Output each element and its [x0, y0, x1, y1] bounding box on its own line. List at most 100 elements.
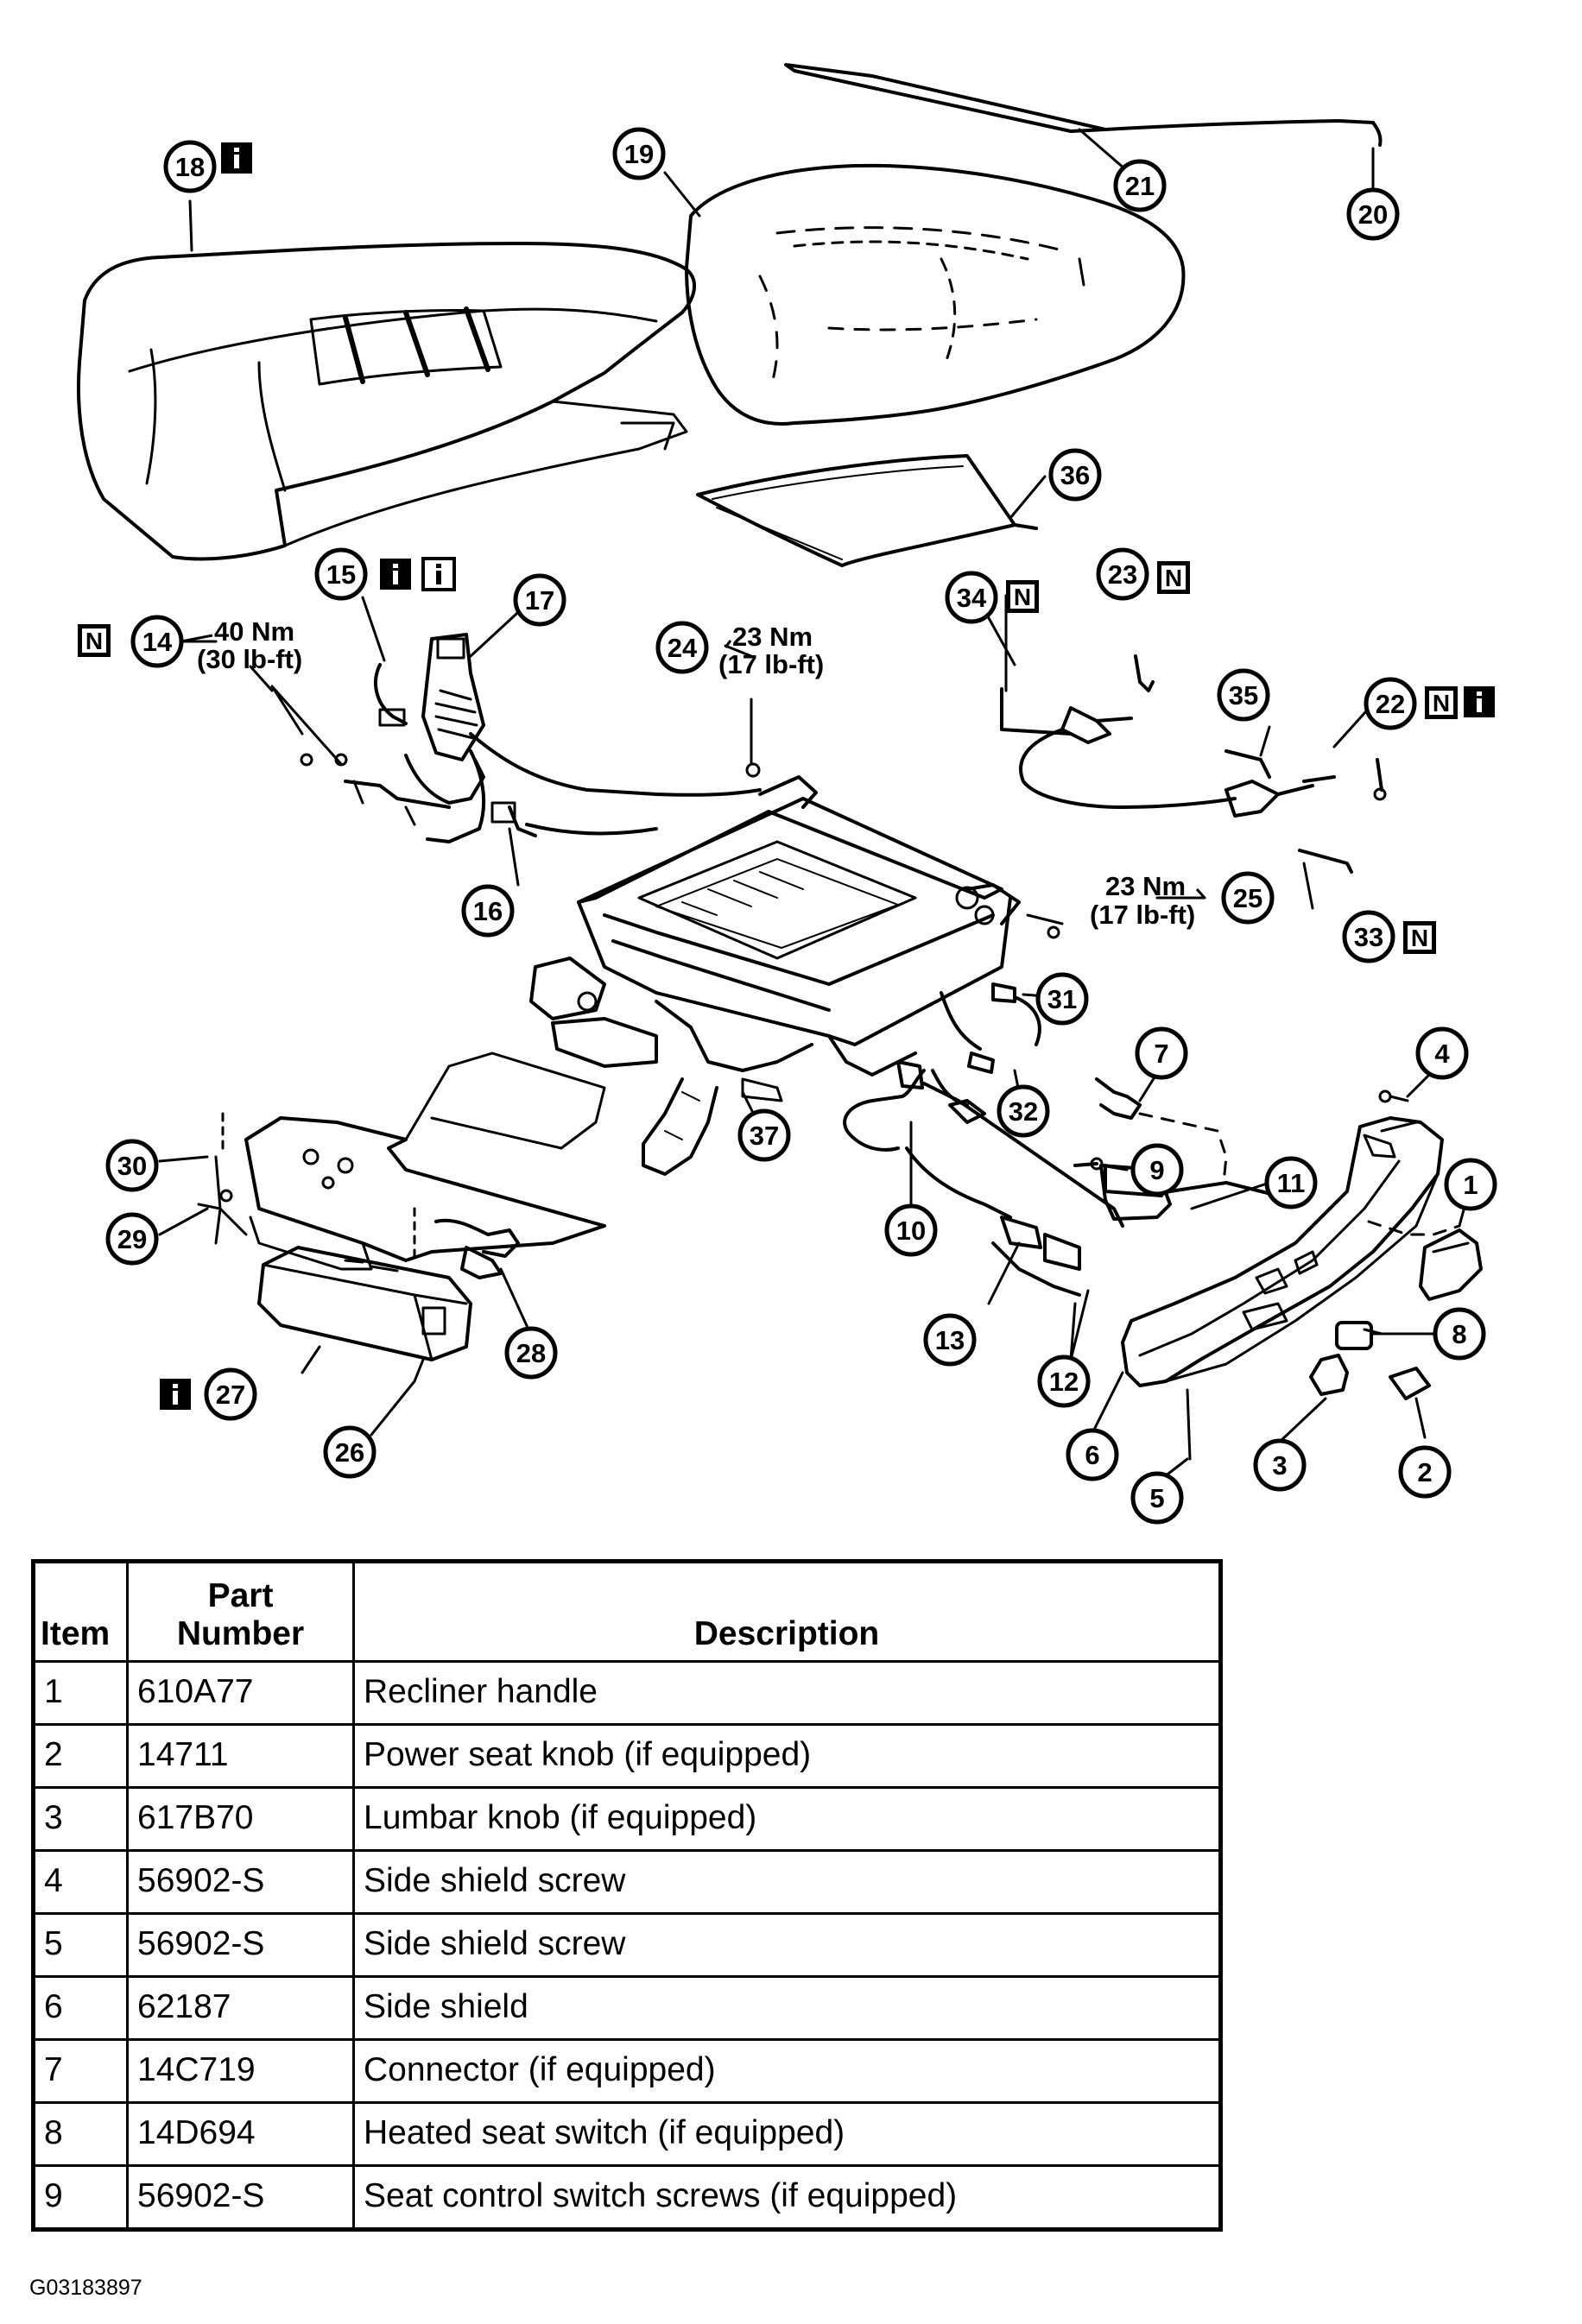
callout-17: 17	[513, 573, 566, 627]
callout-circle	[945, 571, 998, 624]
callout-8: 8	[1433, 1307, 1486, 1361]
connector-28-drawing	[434, 1218, 520, 1279]
cell-description: Lumbar knob (if equipped)	[352, 1786, 1222, 1852]
cell-item: 8	[32, 2101, 129, 2167]
callout-9: 9	[1130, 1143, 1184, 1197]
callout-number: 5	[1149, 1483, 1164, 1513]
torque-labels: 40 Nm (30 lb-ft) 23 Nm (17 lb-ft) 23 Nm …	[197, 616, 1195, 930]
callout-1: 1	[1444, 1158, 1497, 1211]
callout-circle	[1264, 1156, 1318, 1209]
callout-number: 14	[142, 627, 173, 657]
leader-lines	[158, 128, 1472, 1484]
cell-description: Connector (if equipped)	[352, 2038, 1222, 2104]
callout-circle	[1135, 1026, 1188, 1080]
callout-24: 24	[655, 621, 709, 674]
callout-number: 11	[1277, 1168, 1306, 1198]
seat-cushion-cover-drawing	[76, 242, 696, 561]
callout-number: 18	[175, 152, 205, 182]
callout-circle	[1364, 677, 1417, 730]
torque-24-imperial: (17 lb-ft)	[718, 649, 824, 679]
new-flag-14: N	[78, 624, 111, 657]
module-bracket-drawing	[197, 1051, 606, 1271]
callout-25: 25	[1221, 871, 1275, 925]
callout-19: 19	[612, 127, 666, 180]
cell-part-number: 56902-S	[126, 1912, 355, 1978]
callout-circle	[1096, 547, 1149, 601]
callout-circle	[1048, 448, 1102, 502]
info-flag-27	[160, 1379, 191, 1410]
callout-circle	[1398, 1445, 1452, 1499]
callout-number: 29	[117, 1224, 147, 1254]
recliner-handle-drawing	[1367, 1220, 1483, 1301]
cell-description: Side shield	[352, 1975, 1222, 2041]
new-flag-33: N	[1403, 921, 1436, 954]
torque-24-metric: 23 Nm	[732, 622, 813, 652]
cell-description: Seat control switch screws (if equipped)	[352, 2164, 1222, 2231]
cell-item: 3	[32, 1786, 129, 1852]
callout-number: 17	[525, 585, 554, 616]
callout-number: 19	[624, 139, 654, 169]
callout-circle	[1433, 1307, 1486, 1361]
cell-part-number: 62187	[126, 1975, 355, 2041]
cell-part-number: 56902-S	[126, 1849, 355, 1915]
cell-item: 2	[32, 1723, 129, 1789]
bolt-24-drawing	[745, 698, 761, 778]
callout-number: 16	[473, 896, 503, 926]
callout-circle	[461, 884, 515, 938]
callout-11: 11	[1264, 1156, 1318, 1209]
svg-text:N: N	[1014, 584, 1031, 610]
side-shield-drawing	[1121, 1116, 1444, 1387]
callout-number: 20	[1358, 199, 1388, 230]
torque-leaders	[180, 634, 1206, 900]
cell-description: Side shield screw	[352, 1912, 1222, 1978]
header-description: Description	[352, 1560, 1222, 1663]
callout-circle	[1217, 668, 1270, 722]
callout-number: 13	[935, 1325, 965, 1355]
callout-circle	[737, 1108, 791, 1162]
flags: N N N N N	[78, 142, 1495, 1410]
callout-number: 36	[1060, 460, 1090, 490]
side-shield-screw-5-drawing	[1186, 1388, 1192, 1461]
callout-22: 22	[1364, 677, 1417, 730]
callout-29: 29	[105, 1212, 159, 1266]
callout-circle	[163, 140, 217, 193]
callout-15: 15	[314, 547, 368, 601]
callout-27: 27	[204, 1367, 257, 1421]
callout-number: 10	[896, 1216, 926, 1246]
callout-23: 23	[1096, 547, 1149, 601]
cell-part-number: 610A77	[126, 1660, 355, 1726]
callout-10: 10	[884, 1203, 938, 1257]
callout-number: 35	[1229, 680, 1258, 710]
callout-number: 21	[1125, 171, 1155, 201]
cell-part-number: 56902-S	[126, 2164, 355, 2231]
callout-number: 1	[1463, 1170, 1478, 1200]
callout-number: 32	[1009, 1096, 1038, 1127]
callout-circle	[105, 1139, 159, 1192]
callout-circle	[513, 573, 566, 627]
seat-module-drawing	[257, 1207, 472, 1361]
callout-number: 6	[1085, 1440, 1099, 1470]
cushion-heater-element-drawing	[696, 454, 1038, 567]
callout-number: 9	[1149, 1155, 1164, 1185]
callout-circle	[1037, 1355, 1091, 1408]
callout-circle	[314, 547, 368, 601]
callout-33: 33	[1342, 910, 1395, 963]
callout-34: 34	[945, 571, 998, 624]
callout-number: 7	[1154, 1039, 1168, 1069]
header-item: Item	[32, 1560, 129, 1663]
cell-description: Recliner handle	[352, 1660, 1222, 1726]
callout-number: 4	[1434, 1039, 1450, 1069]
callout-number: 31	[1047, 984, 1077, 1014]
callout-number: 23	[1108, 559, 1137, 590]
callout-number: 24	[668, 633, 698, 663]
callout-circle	[1444, 1158, 1497, 1211]
side-shield-screw-4-drawing	[1378, 1089, 1409, 1103]
callout-6: 6	[1066, 1428, 1119, 1481]
callout-circle	[105, 1212, 159, 1266]
